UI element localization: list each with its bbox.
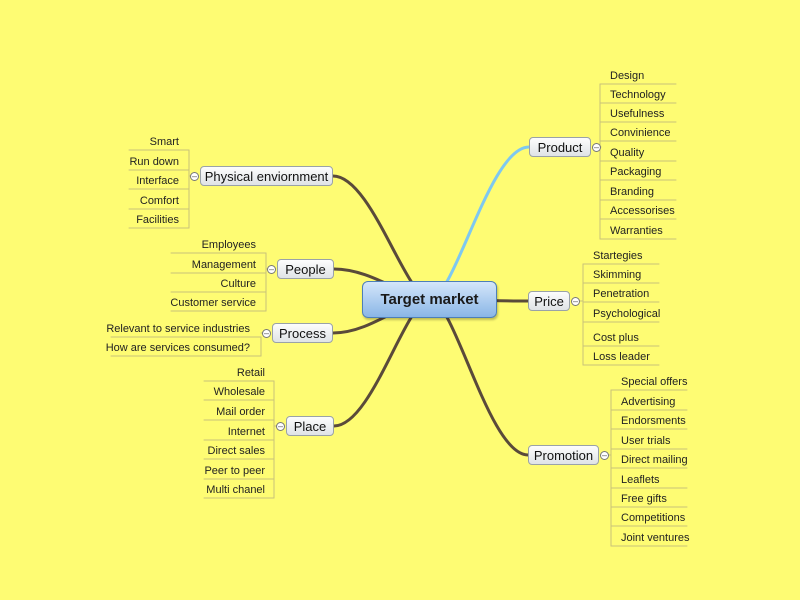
subtopic-price[interactable]: Startegies [593, 250, 643, 262]
topic-process[interactable]: Process [272, 323, 333, 343]
subtopic-process[interactable]: Relevant to service industries [106, 323, 250, 335]
subtopic-promotion[interactable]: Endorsments [621, 415, 686, 427]
collapse-people-icon[interactable]: – [267, 263, 276, 274]
subtopic-people[interactable]: Culture [220, 278, 256, 290]
subtopic-product[interactable]: Accessorises [610, 205, 675, 217]
subtopic-place[interactable]: Mail order [216, 406, 265, 418]
subtopic-promotion[interactable]: Competitions [621, 512, 686, 524]
subtopic-place[interactable]: Internet [227, 426, 265, 438]
subtopic-physical[interactable]: Interface [136, 175, 179, 187]
subtopic-process[interactable]: How are services consumed? [105, 342, 250, 354]
subtopic-price[interactable]: Penetration [593, 288, 650, 300]
collapse-place-icon[interactable]: – [276, 420, 285, 431]
subtopic-physical[interactable]: Comfort [139, 195, 179, 207]
subtopic-physical[interactable]: Smart [149, 136, 179, 148]
subtopic-people[interactable]: Customer service [170, 297, 256, 309]
collapse-promotion-icon[interactable]: – [600, 449, 609, 460]
subtopic-product[interactable]: Technology [610, 89, 666, 101]
topic-place[interactable]: Place [286, 416, 334, 436]
topic-price[interactable]: Price [528, 291, 570, 311]
branch-product [428, 145, 531, 301]
subtopic-price[interactable]: Skimming [593, 269, 642, 281]
collapse-process-icon[interactable]: – [262, 327, 271, 338]
subtopic-people[interactable]: Management [191, 259, 256, 271]
subtopic-promotion[interactable]: Joint ventures [621, 532, 690, 544]
subtopic-promotion[interactable]: Direct mailing [621, 454, 688, 466]
subtopic-people[interactable]: Employees [201, 239, 256, 251]
subtopic-promotion[interactable]: User trials [621, 435, 671, 447]
subtopic-physical[interactable]: Facilities [136, 214, 179, 226]
subtopic-promotion[interactable]: Advertising [621, 396, 676, 408]
subtopic-place[interactable]: Retail [236, 367, 265, 379]
subtopic-product[interactable]: Packaging [610, 166, 662, 178]
subtopic-promotion[interactable]: Special offers [621, 376, 688, 388]
subtopic-product[interactable]: Quality [610, 147, 645, 159]
subtopic-product[interactable]: Branding [610, 186, 655, 198]
subtopic-place[interactable]: Peer to peer [204, 465, 265, 477]
collapse-product-icon[interactable]: – [592, 141, 601, 152]
collapse-price-icon[interactable]: – [571, 295, 580, 306]
subtopic-promotion[interactable]: Free gifts [621, 493, 667, 505]
subtopic-product[interactable]: Usefulness [610, 108, 665, 120]
topic-people[interactable]: People [277, 259, 334, 279]
subtopic-physical[interactable]: Run down [129, 156, 179, 168]
topic-product[interactable]: Product [529, 137, 591, 157]
subtopic-place[interactable]: Wholesale [213, 386, 265, 398]
topic-promotion[interactable]: Promotion [528, 445, 599, 465]
subtopic-place[interactable]: Multi chanel [206, 484, 265, 496]
topic-physical[interactable]: Physical enviornment [200, 166, 333, 186]
central-topic[interactable]: Target market [362, 281, 497, 318]
subtopic-price[interactable]: Psychological [593, 308, 661, 320]
subtopic-place[interactable]: Direct sales [207, 445, 265, 457]
subtopic-product[interactable]: Convinience [610, 127, 671, 139]
subtopic-promotion[interactable]: Leaflets [621, 474, 660, 486]
subtopic-price[interactable]: Cost plus [593, 332, 639, 344]
subtopic-product[interactable]: Design [610, 70, 645, 82]
subtopic-price[interactable]: Loss leader [593, 351, 650, 363]
collapse-physical-icon[interactable]: – [190, 170, 199, 181]
subtopic-product[interactable]: Warranties [610, 225, 663, 237]
branch-promotion [428, 297, 530, 457]
